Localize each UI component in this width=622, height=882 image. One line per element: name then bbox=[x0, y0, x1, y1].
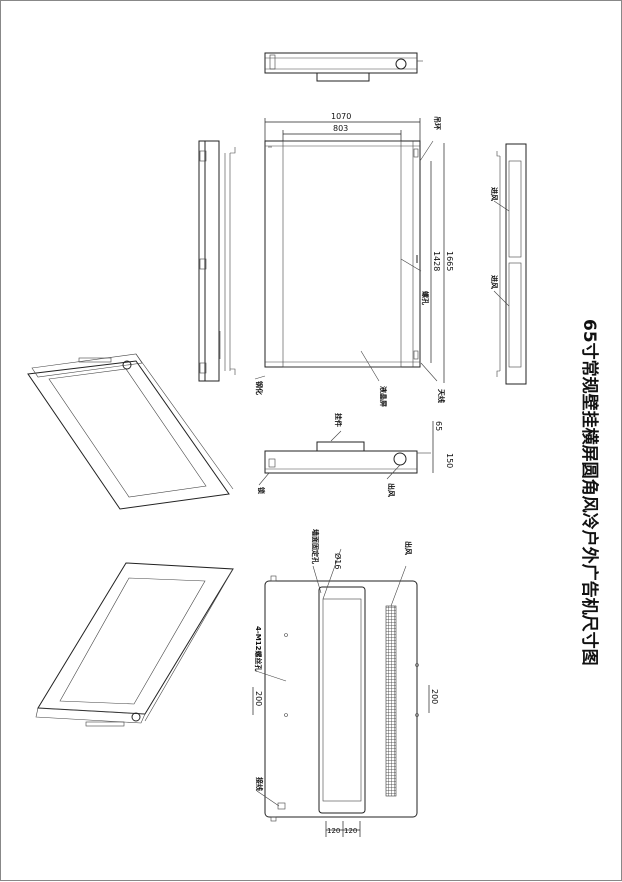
bottom-side-view: 65 150 挂件 锁 出风 bbox=[257, 413, 454, 497]
perspective-view-lower bbox=[35, 562, 234, 727]
label-antenna: 天线 bbox=[437, 389, 446, 403]
front-view: 1070 803 1665 1428 吊环 螺孔 天线 液晶屏 钢化 bbox=[254, 112, 454, 407]
label-hanging-ring: 吊环 bbox=[433, 116, 442, 130]
label-tempered-glass: 钢化 bbox=[255, 381, 264, 395]
dim-overall-width: 1070 bbox=[331, 112, 351, 121]
left-side-view bbox=[198, 140, 236, 382]
rear-view: 200 200 120 120 Ø16 墙面固定孔 出风 4-M12螺丝孔 接线 bbox=[252, 529, 439, 837]
dim-bottom-spacing-1: 120 bbox=[327, 827, 340, 835]
perspective-view-upper bbox=[27, 353, 234, 510]
right-side-view: 进风 进风 bbox=[490, 143, 527, 385]
drawing-title: 65寸常规壁挂横屏圆角风冷户外广告机尺寸图 bbox=[579, 319, 600, 666]
dim-right-spacing: 200 bbox=[430, 689, 439, 704]
label-bracket: 挂件 bbox=[334, 413, 343, 427]
label-screw-holes: 4-M12螺丝孔 bbox=[254, 626, 263, 671]
label-screw-hole: 螺孔 bbox=[421, 291, 430, 305]
dim-bracket-depth: 65 bbox=[434, 421, 443, 431]
dim-body-depth: 150 bbox=[445, 453, 454, 468]
top-side-view bbox=[264, 52, 423, 82]
label-lock: 锁 bbox=[257, 486, 266, 494]
label-wiring-port: 接线 bbox=[255, 777, 264, 791]
dim-bottom-spacing-2: 120 bbox=[344, 827, 357, 835]
label-air-inlet-upper: 进风 bbox=[490, 187, 499, 201]
dim-screen-width: 803 bbox=[333, 124, 348, 133]
dim-hole-diameter: Ø16 bbox=[333, 553, 343, 569]
label-wall-mount-holes: 墙面固定孔 bbox=[311, 529, 320, 564]
label-air-inlet-lower: 进风 bbox=[490, 275, 499, 289]
label-lcd-screen: 液晶屏 bbox=[379, 386, 388, 407]
label-air-outlet-fan: 出风 bbox=[387, 483, 396, 497]
dim-overall-height: 1665 bbox=[445, 251, 454, 271]
dim-screen-height: 1428 bbox=[432, 251, 441, 271]
dim-left-spacing: 200 bbox=[254, 691, 263, 706]
label-air-outlet: 出风 bbox=[404, 541, 413, 555]
